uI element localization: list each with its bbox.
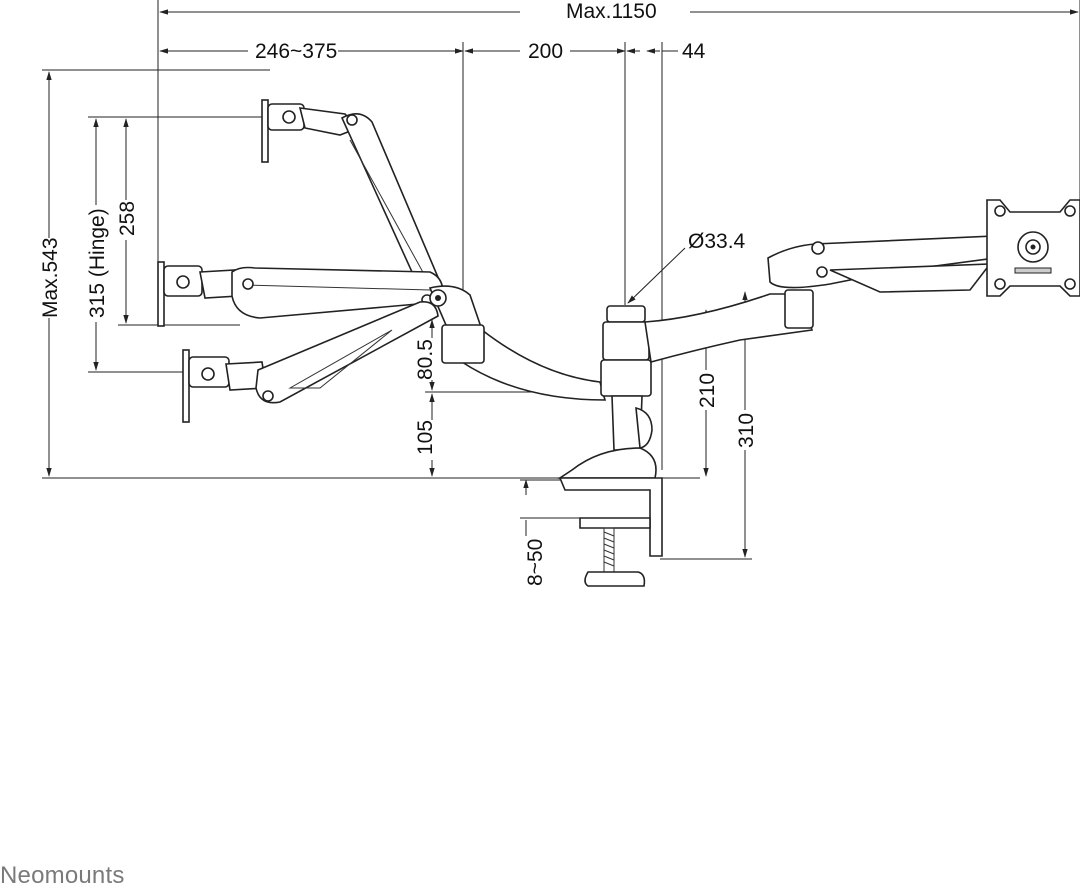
- dim-max-height: Max.543: [39, 237, 62, 318]
- dim-vesa-travel: 258: [116, 201, 139, 236]
- dim-hinge-range: 315 (Hinge): [86, 208, 109, 318]
- dim-arm-height: 80.5: [414, 339, 437, 380]
- dim-base-height: 105: [414, 420, 437, 455]
- left-arm-upper-position: [261, 99, 441, 296]
- pole-and-clamp: [557, 305, 663, 587]
- dim-offset: 44: [682, 40, 706, 63]
- left-arm-middle-position: [157, 261, 444, 327]
- left-arm-positions: [157, 99, 607, 423]
- dim-reach: 246~375: [255, 40, 337, 63]
- dim-clamp-range: 8~50: [524, 539, 547, 586]
- dim-max-width: Max.1150: [566, 0, 657, 23]
- dim-total-height: 310: [735, 413, 758, 448]
- dim-arm-clearance: 210: [696, 373, 719, 408]
- right-arm: [644, 199, 1080, 364]
- dimension-lines: [42, 0, 1080, 560]
- vesa-plate: [986, 199, 1080, 297]
- dim-pole-diameter: Ø33.4: [688, 230, 746, 253]
- dim-arm-spacing: 200: [528, 40, 563, 63]
- left-arm-lower-position: [182, 300, 439, 423]
- brand-logo-text: Neomounts: [0, 862, 125, 889]
- dimension-labels: Max.1150 246~375 200 44 Ø33.4 Max.543 31…: [39, 0, 758, 586]
